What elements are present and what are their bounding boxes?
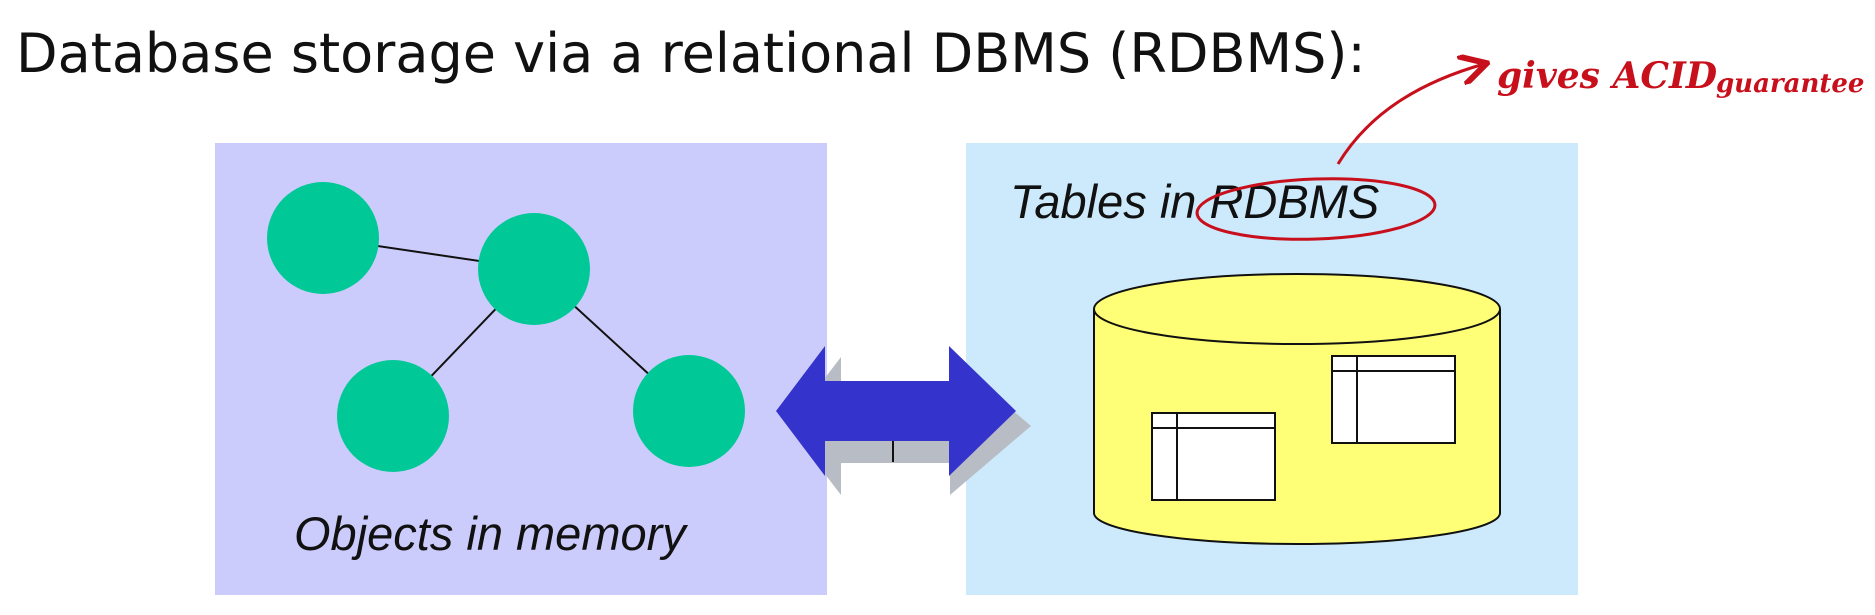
object-node	[267, 182, 379, 294]
rdbms-panel-label: Tables in RDBMS	[1010, 175, 1379, 228]
bidirectional-arrow-icon	[776, 346, 1031, 495]
object-node	[478, 213, 590, 325]
table-icon	[1331, 355, 1456, 444]
table-icon	[1151, 412, 1276, 501]
page-title: Database storage via a relational DBMS (…	[16, 22, 1366, 85]
arrow-body	[776, 346, 1016, 476]
annotation-arrow	[1336, 64, 1484, 165]
circle-annotation	[1195, 177, 1437, 241]
rdbms-panel: Tables in RDBMS	[966, 143, 1578, 595]
object-node	[337, 360, 449, 472]
handwritten-annotation: gives ACID guarantee	[1195, 55, 1864, 241]
object-node	[633, 355, 745, 467]
annotation-text: gives ACID	[1497, 55, 1717, 97]
annotation-text-continued: guarantee	[1716, 69, 1864, 99]
objects-panel-label: Objects in memory	[294, 507, 688, 560]
objects-panel: Objects in memory	[215, 143, 827, 595]
